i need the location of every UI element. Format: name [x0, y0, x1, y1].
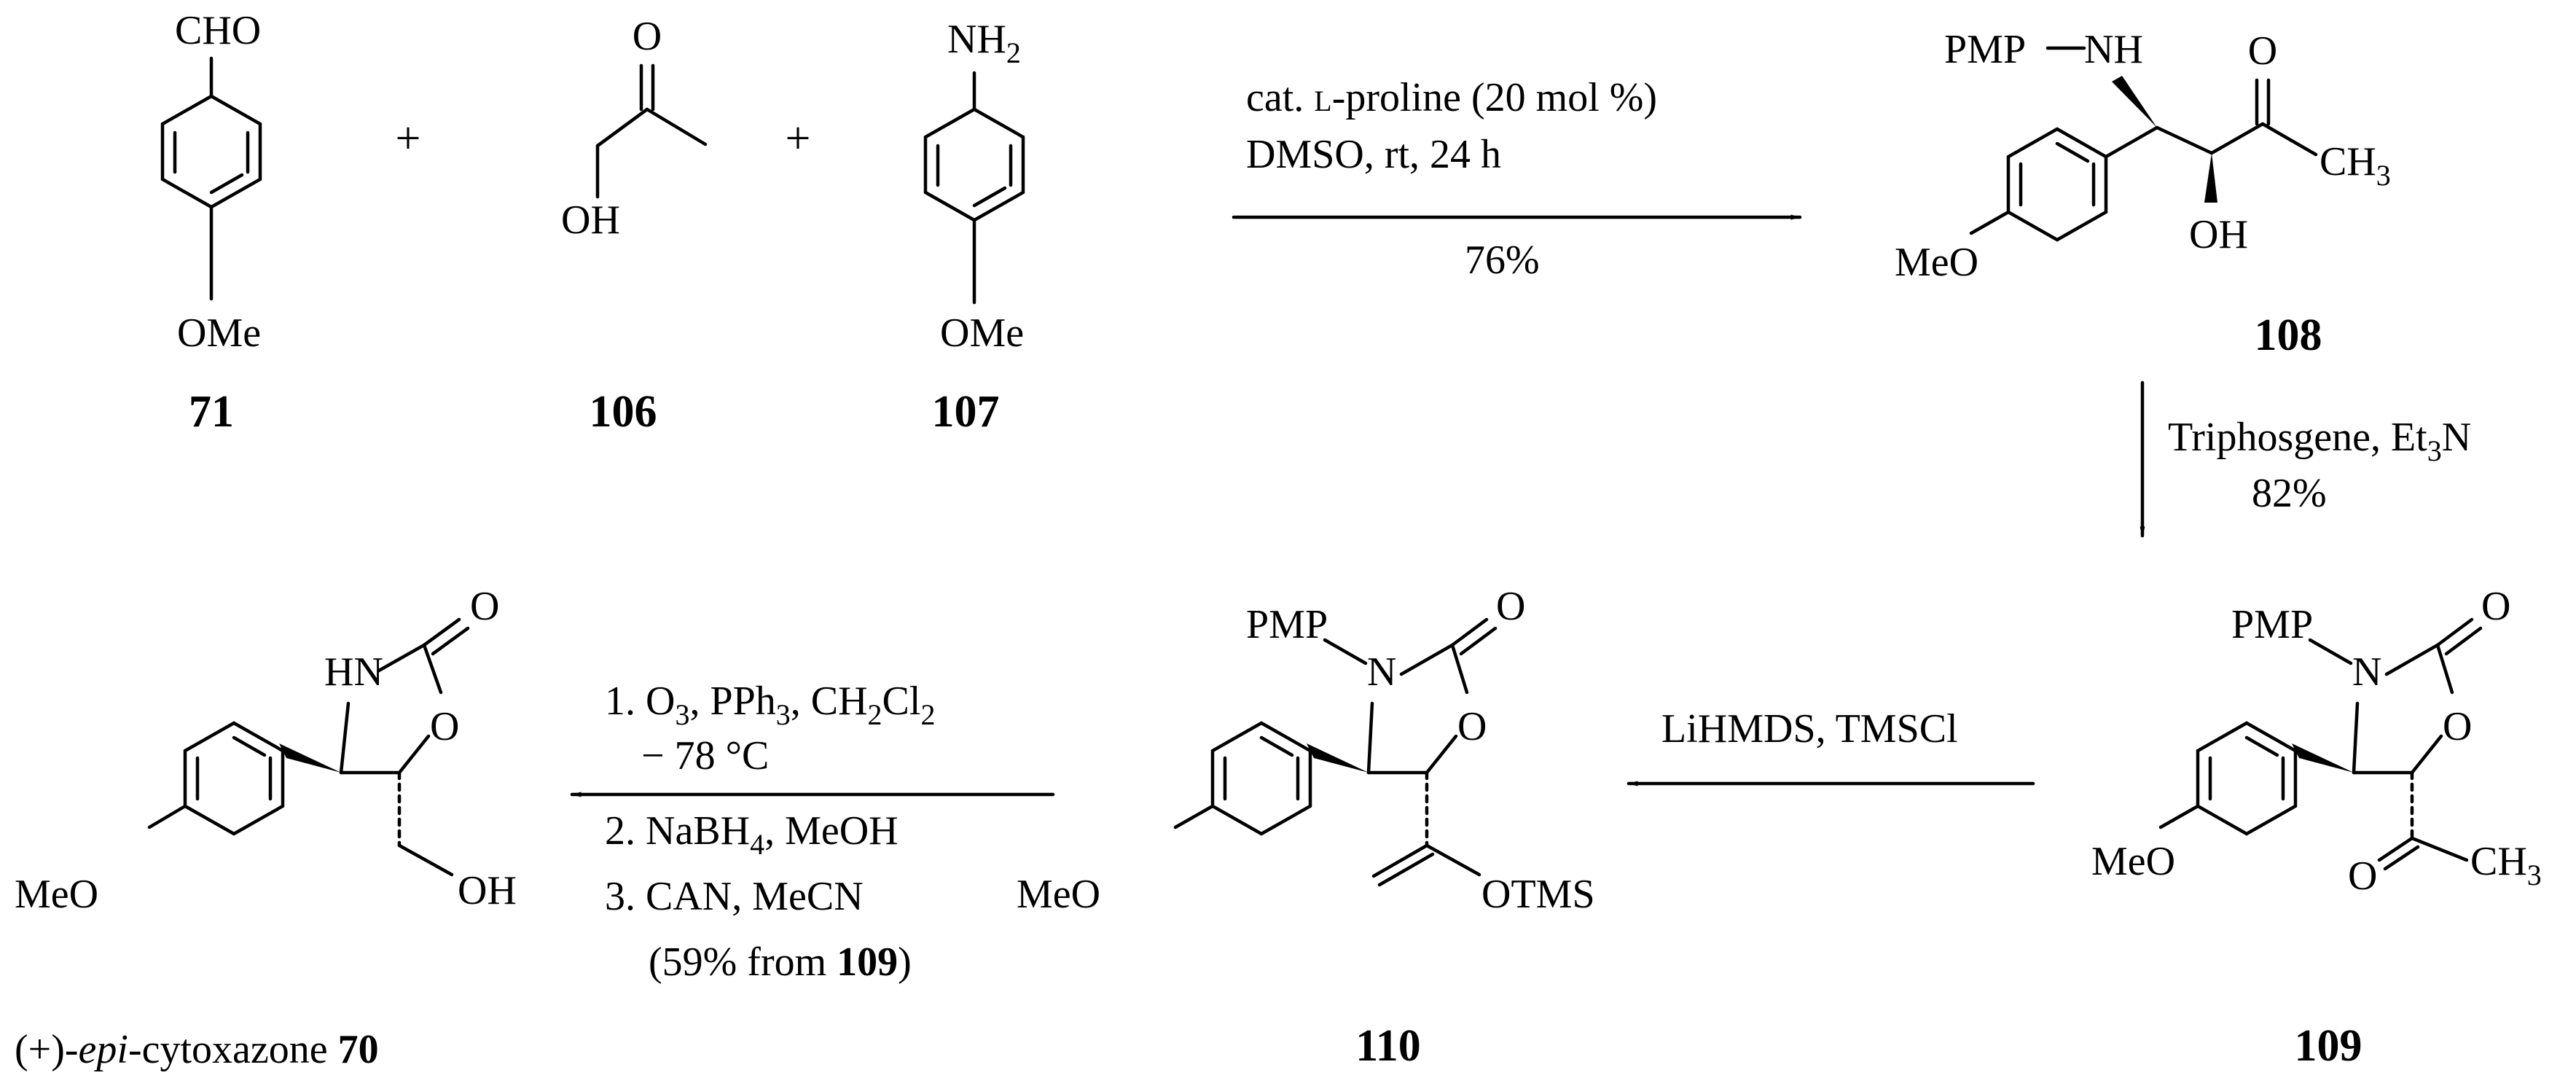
- ring-nitrogen: N: [1367, 649, 1396, 695]
- carbonyl-oxygen: O: [1496, 584, 1525, 629]
- pmp-group: PMP: [1246, 602, 1328, 647]
- compound-71: CHO OMe 71: [160, 8, 262, 437]
- compound-label-110: 110: [1355, 1021, 1421, 1071]
- ring-oxygen: O: [1457, 704, 1487, 749]
- product-label: (+)-epi-cytoxazone 70: [15, 1027, 379, 1072]
- compound-label-108: 108: [2255, 310, 2322, 360]
- oh-group: OH: [561, 198, 620, 243]
- reagent-text: LiHMDS, TMSCl: [1661, 706, 1958, 751]
- meo-group: MeO: [1017, 872, 1100, 917]
- step-2: Triphosgene, Et3N 82%: [2140, 380, 2471, 538]
- carbonyl-oxygen: O: [2248, 28, 2277, 74]
- compound-108: PMP NH O CH3 OH MeO 108: [1895, 27, 2391, 360]
- meo-group: MeO: [15, 872, 98, 917]
- compound-label-109: 109: [2295, 1021, 2362, 1071]
- conditions-line-5: (59% from 109): [649, 940, 912, 985]
- nh2-group: NH2: [947, 17, 1021, 69]
- otms-group: OTMS: [1481, 872, 1595, 917]
- compound-label-71: 71: [189, 387, 234, 437]
- methyl-group: CH3: [2319, 139, 2391, 192]
- conditions-line-2: − 78 °C: [641, 733, 769, 778]
- compound-70: O HN O MeO OH (+)-epi-cytoxazone 70: [15, 584, 517, 1072]
- yield-text: 82%: [2252, 471, 2327, 516]
- carbonyl-oxygen: O: [633, 14, 662, 59]
- conditions-line-3: 2. NaBH4, MeOH: [605, 808, 899, 861]
- step-1: cat. L-proline (20 mol %) DMSO, rt, 24 h…: [1232, 75, 1802, 283]
- plus-sign: +: [786, 114, 811, 163]
- step-3: LiHMDS, TMSCl: [1626, 706, 2035, 786]
- compound-label-106: 106: [590, 387, 657, 437]
- compound-110: PMP N O O MeO OTMS 110: [1017, 584, 1595, 1071]
- solvent-text: DMSO, rt, 24 h: [1246, 132, 1501, 177]
- compound-label-107: 107: [932, 387, 1000, 437]
- yield-text: 76%: [1465, 238, 1540, 283]
- carbonyl-oxygen: O: [2481, 584, 2510, 629]
- reagent-text: Triphosgene, Et3N: [2168, 415, 2471, 467]
- ring-nitrogen: N: [2352, 649, 2381, 695]
- meo-group: MeO: [1895, 240, 1978, 285]
- hn-group: HN: [324, 649, 383, 695]
- cho-group: CHO: [175, 8, 261, 53]
- meo-group: MeO: [2091, 839, 2175, 884]
- carbonyl-oxygen: O: [470, 584, 499, 629]
- conditions-line-1: 1. O3, PPh3, CH2Cl2: [605, 679, 935, 731]
- ome-group: OMe: [940, 310, 1024, 356]
- step-4: 1. O3, PPh3, CH2Cl2 − 78 °C 2. NaBH4, Me…: [570, 679, 1055, 985]
- carbonyl-oxygen: O: [2348, 854, 2377, 899]
- ome-group: OMe: [177, 310, 261, 356]
- compound-109: PMP N O O MeO O CH3 109: [2091, 584, 2542, 1071]
- plus-sign: +: [396, 114, 421, 163]
- compound-106: O OH 106: [561, 14, 708, 437]
- ring-oxygen: O: [430, 704, 459, 749]
- oh-group: OH: [2189, 212, 2248, 257]
- pmp-group: PMP: [2231, 602, 2313, 647]
- nh-group: NH: [2084, 27, 2143, 72]
- compound-107: NH2 OMe 107: [923, 17, 1025, 437]
- catalyst-text: cat. L-proline (20 mol %): [1246, 75, 1657, 120]
- oh-group: OH: [458, 868, 517, 913]
- pmp-group: PMP: [1944, 27, 2026, 72]
- conditions-line-4: 3. CAN, MeCN: [605, 874, 864, 919]
- methyl-group: CH3: [2470, 839, 2542, 891]
- ring-oxygen: O: [2443, 704, 2472, 749]
